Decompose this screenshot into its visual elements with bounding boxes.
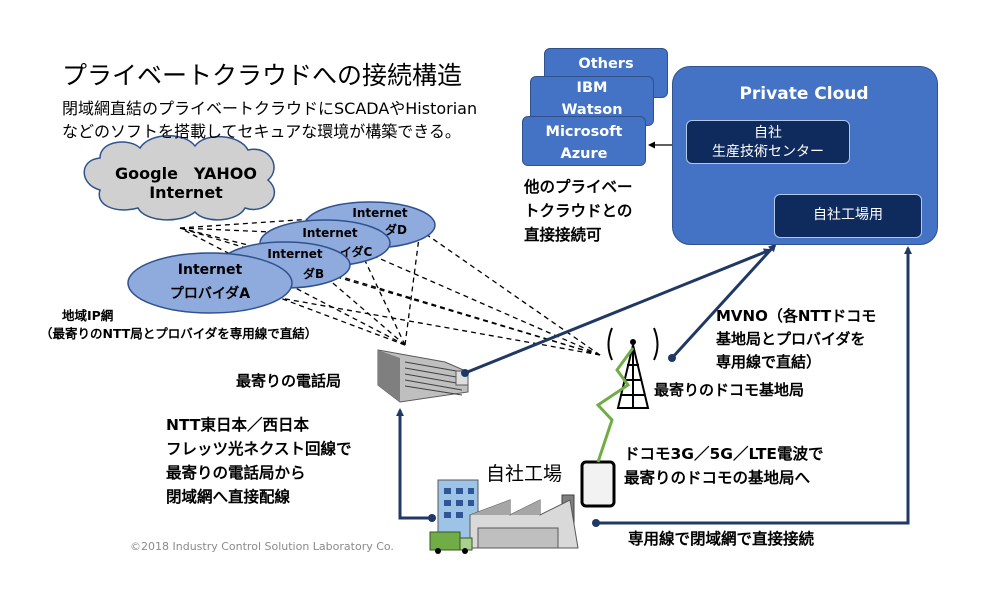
- ntt-text: NTT東日本／西日本 フレッツ光ネクスト回線で 最寄りの電話局から 閉域網へ直接…: [166, 413, 352, 509]
- text-line: ドコモ3G／5G／LTE電波で: [624, 445, 824, 463]
- private-links-text: 他のプライベー トクラウドとの 直接接続可: [524, 175, 633, 247]
- telephone-office-icon: [377, 349, 469, 403]
- radio-wave-link: [595, 347, 635, 463]
- text-line: 基地局とプロバイダを: [716, 330, 866, 348]
- factory-icon: [429, 479, 579, 554]
- provider-b-name: ダB: [303, 267, 325, 281]
- tablet-icon: [580, 460, 616, 508]
- provider-b-label: Internet: [267, 247, 323, 261]
- text-line: 直接接続可: [524, 226, 602, 244]
- text-line: 他のプライベー: [524, 178, 633, 196]
- provider-d-label: Internet: [352, 206, 408, 220]
- cloud-microsoft-azure: Microsoft Azure: [522, 116, 646, 166]
- text-line: 最寄りの電話局から: [166, 464, 306, 482]
- provider-c-label: Internet: [302, 226, 358, 240]
- page-title: プライベートクラウドへの接続構造: [62, 61, 463, 90]
- page-subtitle: 閉域網直結のプライベートクラウドにSCADAやHistorian などのソフトを…: [62, 97, 477, 143]
- text-line: MVNO（各NTTドコモ: [716, 307, 877, 325]
- text-line: フレッツ光ネクスト回線で: [166, 440, 352, 458]
- regional-ip-title: 地域IP網: [62, 308, 114, 323]
- provider-d-name: ダD: [385, 223, 407, 237]
- text-line: 最寄りのドコモの基地局へ: [624, 469, 811, 487]
- subtitle-line: などのソフトを搭載してセキュアな環境が構築できる。: [62, 122, 461, 141]
- provider-a-name: プロバイダA: [169, 286, 251, 302]
- cloud-azure-line: Azure: [560, 146, 608, 162]
- docomo-wave-text: ドコモ3G／5G／LTE電波で 最寄りのドコモの基地局へ: [624, 442, 824, 490]
- copyright: ©2018 Industry Control Solution Laborato…: [130, 540, 394, 553]
- text-line: 専用線で直結）: [716, 353, 822, 371]
- mvno-text: MVNO（各NTTドコモ 基地局とプロバイダを 専用線で直結）: [716, 305, 876, 374]
- factory-label: 自社工場: [486, 463, 563, 485]
- tech-center-line: 生産技術センター: [712, 144, 824, 160]
- cell-tower-icon: [607, 327, 659, 409]
- internet-cloud-label-1: Google YAHOO: [115, 164, 257, 183]
- cloud-ibm-line: IBM: [576, 80, 608, 96]
- telephone-office-label: 最寄りの電話局: [236, 372, 342, 390]
- leased-line-label: 専用線で閉域網で直接接続: [628, 530, 815, 548]
- factory-use-box: 自社工場用: [774, 194, 922, 238]
- docomo-station-label: 最寄りのドコモ基地局: [654, 381, 805, 399]
- text-line: NTT東日本／西日本: [166, 416, 309, 434]
- cloud-watson-line: Watson: [561, 102, 623, 118]
- provider-a-label: Internet: [177, 262, 243, 278]
- cloud-microsoft-line: Microsoft: [545, 124, 623, 140]
- internet-cloud-shape: [83, 135, 276, 221]
- private-cloud-title: Private Cloud: [739, 84, 869, 104]
- tech-center-line: 自社: [754, 125, 782, 141]
- subtitle-line: 閉域網直結のプライベートクラウドにSCADAやHistorian: [62, 99, 478, 118]
- tech-center-box: 自社 生産技術センター: [686, 120, 850, 164]
- navy-links: [396, 166, 912, 525]
- regional-ip-note: （最寄りのNTT局とプロバイダを専用線で直結）: [40, 326, 318, 341]
- text-line: トクラウドとの: [524, 202, 633, 220]
- provider-a-shape: [127, 252, 293, 314]
- internet-cloud-label-2: Internet: [149, 183, 223, 202]
- text-line: 閉域網へ直接配線: [166, 488, 291, 506]
- provider-c-name: イダC: [340, 245, 373, 259]
